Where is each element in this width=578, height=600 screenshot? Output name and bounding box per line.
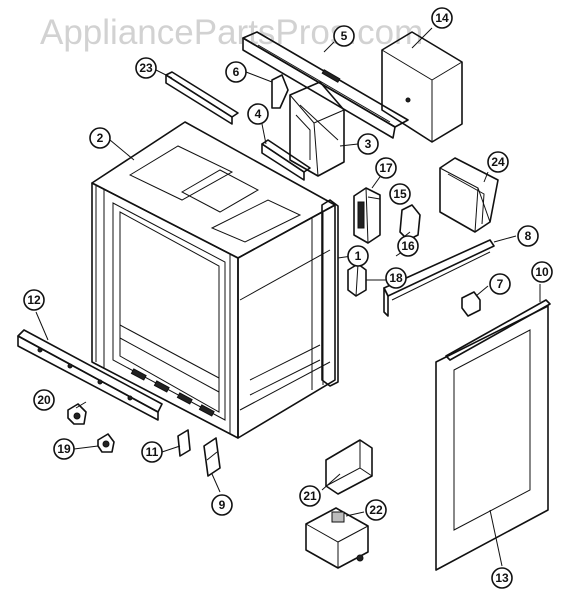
part-20-foot[interactable]: [67, 403, 87, 425]
callout-2: 2: [89, 127, 111, 149]
callout-22: 22: [365, 499, 387, 521]
callout-4: 4: [247, 103, 269, 125]
svg-text:18: 18: [389, 271, 403, 285]
svg-text:16: 16: [401, 239, 415, 253]
svg-text:11: 11: [146, 445, 159, 459]
part-14-back-panel[interactable]: [381, 31, 463, 143]
part-1-side-trim[interactable]: [321, 199, 339, 387]
callout-15: 15: [389, 183, 411, 205]
svg-text:17: 17: [379, 161, 393, 175]
part-11-plate[interactable]: [177, 429, 191, 457]
callout-3: 3: [357, 133, 379, 155]
callout-11: 11: [141, 441, 163, 463]
part-9-block[interactable]: [203, 437, 221, 477]
svg-text:20: 20: [37, 393, 51, 407]
callout-13: 13: [491, 567, 513, 589]
part-6-hinge[interactable]: [271, 74, 289, 109]
svg-text:8: 8: [525, 229, 532, 243]
callout-19: 19: [53, 438, 75, 460]
callout-18: 18: [385, 267, 407, 289]
part-3-vent-duct[interactable]: [289, 81, 345, 177]
part-21-bracket[interactable]: [325, 439, 373, 495]
part-18-block[interactable]: [347, 263, 367, 297]
svg-text:14: 14: [435, 11, 449, 25]
leader-lines: [35, 27, 541, 567]
svg-text:19: 19: [57, 442, 71, 456]
svg-text:15: 15: [393, 187, 407, 201]
part-22-module[interactable]: [305, 507, 369, 569]
svg-text:24: 24: [491, 155, 505, 169]
part-19-foot[interactable]: [97, 433, 115, 453]
svg-text:3: 3: [365, 137, 372, 151]
part-13-door-panel[interactable]: [435, 305, 549, 571]
part-17-15-switch-bracket[interactable]: [353, 187, 381, 244]
svg-text:2: 2: [97, 131, 104, 145]
svg-text:1: 1: [355, 249, 362, 263]
part-12-bottom-rail[interactable]: [17, 329, 163, 421]
part-7-clip[interactable]: [461, 291, 481, 317]
callout-14: 14: [431, 7, 453, 29]
svg-text:7: 7: [497, 277, 504, 291]
callout-12: 12: [23, 289, 45, 311]
watermark-text: AppliancePartsPros.com: [40, 13, 423, 52]
callout-6: 6: [225, 61, 247, 83]
callout-17: 17: [375, 157, 397, 179]
svg-text:10: 10: [535, 265, 549, 279]
svg-text:5: 5: [341, 29, 348, 43]
part-2-oven-cabinet[interactable]: [91, 121, 336, 439]
svg-text:6: 6: [233, 65, 240, 79]
callout-21: 21: [299, 485, 321, 507]
callout-8: 8: [517, 225, 539, 247]
callout-16: 16: [397, 235, 419, 257]
svg-text:22: 22: [369, 503, 383, 517]
callout-7: 7: [489, 273, 511, 295]
part-23-bracket[interactable]: [165, 71, 239, 125]
svg-text:12: 12: [27, 293, 41, 307]
svg-text:13: 13: [495, 571, 509, 585]
callout-5: 5: [333, 25, 355, 47]
callout-23: 23: [135, 57, 157, 79]
part-10-strip[interactable]: [445, 299, 551, 361]
part-8-rail[interactable]: [383, 239, 495, 317]
callout-9: 9: [211, 494, 233, 516]
part-24-housing[interactable]: [439, 157, 499, 233]
svg-text:21: 21: [303, 489, 317, 503]
callout-10: 10: [531, 261, 553, 283]
part-4-grill-strip[interactable]: [261, 139, 311, 181]
part-5-top-rail[interactable]: [242, 31, 409, 139]
svg-text:23: 23: [139, 61, 153, 75]
svg-text:9: 9: [219, 498, 226, 512]
callout-20: 20: [33, 389, 55, 411]
callout-24: 24: [487, 151, 509, 173]
svg-text:4: 4: [255, 107, 262, 121]
callout-1: 1: [347, 245, 369, 267]
